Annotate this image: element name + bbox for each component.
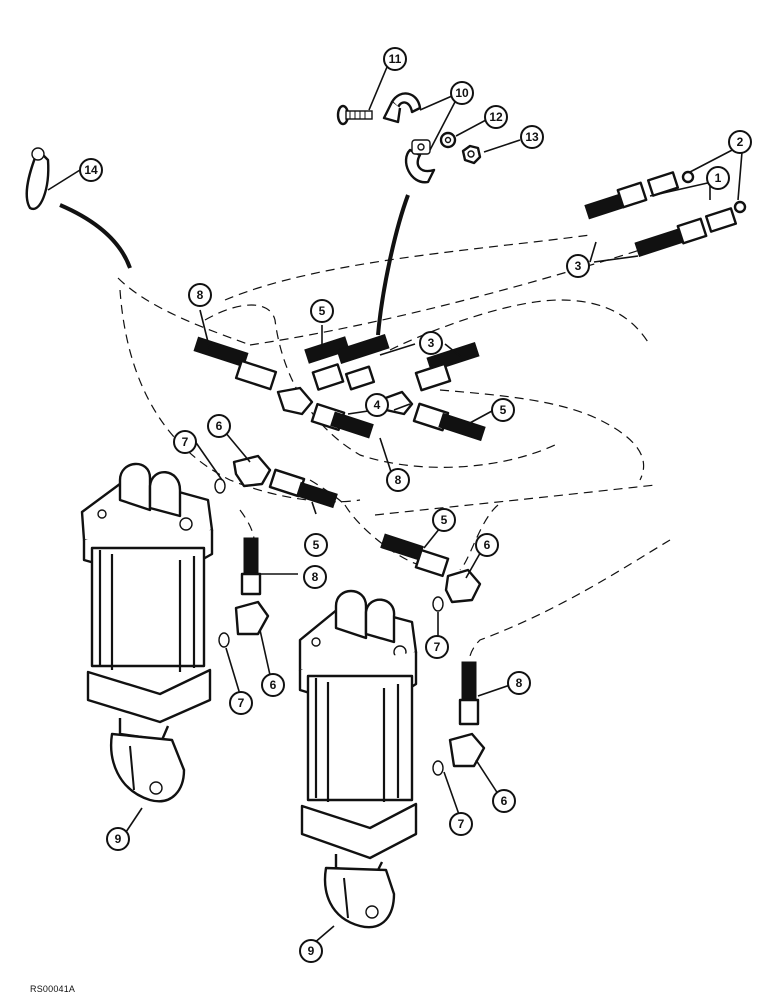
center-fittings [193,333,486,442]
svg-text:8: 8 [197,288,204,302]
callout-5: 5 [310,299,334,323]
hydraulic-cylinder-left [80,462,214,803]
callout-3: 3 [566,254,590,278]
svg-text:7: 7 [458,817,465,831]
callout-14: 14 [79,158,103,182]
svg-text:5: 5 [313,538,320,552]
callout-8: 8 [386,468,410,492]
svg-text:8: 8 [516,676,523,690]
svg-text:5: 5 [319,304,326,318]
callout-8: 8 [507,671,531,695]
callout-6: 6 [261,673,285,697]
svg-text:5: 5 [500,403,507,417]
callout-5: 5 [432,508,456,532]
callout-2: 2 [728,130,752,154]
callout-11: 11 [383,47,407,71]
callout-7: 7 [229,691,253,715]
elbow-fitting-left-upper [214,454,338,509]
hose-clamp-lower [404,139,436,184]
svg-text:1: 1 [715,171,722,185]
svg-text:7: 7 [182,435,189,449]
svg-text:9: 9 [115,832,122,846]
hydraulic-cylinder-right [298,589,418,929]
fitting-upper-right [584,170,695,220]
fitting-center-lower [380,533,482,612]
svg-text:12: 12 [489,110,503,124]
svg-text:6: 6 [501,794,508,808]
callout-10: 10 [450,81,474,105]
svg-text:6: 6 [270,678,277,692]
callout-5: 5 [491,398,515,422]
svg-text:13: 13 [525,130,539,144]
svg-text:3: 3 [428,336,435,350]
callout-7: 7 [425,635,449,659]
svg-text:6: 6 [216,419,223,433]
hex-nut [461,144,482,165]
svg-text:7: 7 [434,640,441,654]
callout-13: 13 [520,125,544,149]
clamp-bolt [336,104,373,126]
callout-4: 4 [365,393,389,417]
lock-washer [439,131,457,149]
hose-tie [25,147,50,211]
callout-7: 7 [173,430,197,454]
callout-5: 5 [304,533,328,557]
fitting-lower-right [634,200,747,258]
hose-clamp-upper [382,92,422,124]
hose-left [59,203,132,269]
svg-text:10: 10 [455,86,469,100]
callout-6: 6 [207,414,231,438]
svg-text:9: 9 [308,944,315,958]
callout-8: 8 [188,283,212,307]
svg-text:6: 6 [484,538,491,552]
svg-text:7: 7 [238,696,245,710]
callout-3: 3 [419,331,443,355]
callout-12: 12 [484,105,508,129]
callout-7: 7 [449,812,473,836]
svg-text:8: 8 [312,570,319,584]
hose-center [376,194,410,336]
callout-6: 6 [492,789,516,813]
figure-code: RS00041A [30,984,76,994]
fitting-vertical-left [218,537,270,648]
svg-text:8: 8 [395,473,402,487]
svg-text:4: 4 [374,398,381,412]
fitting-right-lower [432,661,486,776]
callout-9: 9 [106,827,130,851]
callout-6: 6 [475,533,499,557]
svg-text:2: 2 [737,135,744,149]
callout-1: 1 [706,166,730,190]
callout-9: 9 [299,939,323,963]
svg-text:5: 5 [441,513,448,527]
svg-text:3: 3 [575,259,582,273]
svg-text:11: 11 [389,52,402,66]
svg-text:14: 14 [84,163,98,177]
callout-8: 8 [303,565,327,589]
